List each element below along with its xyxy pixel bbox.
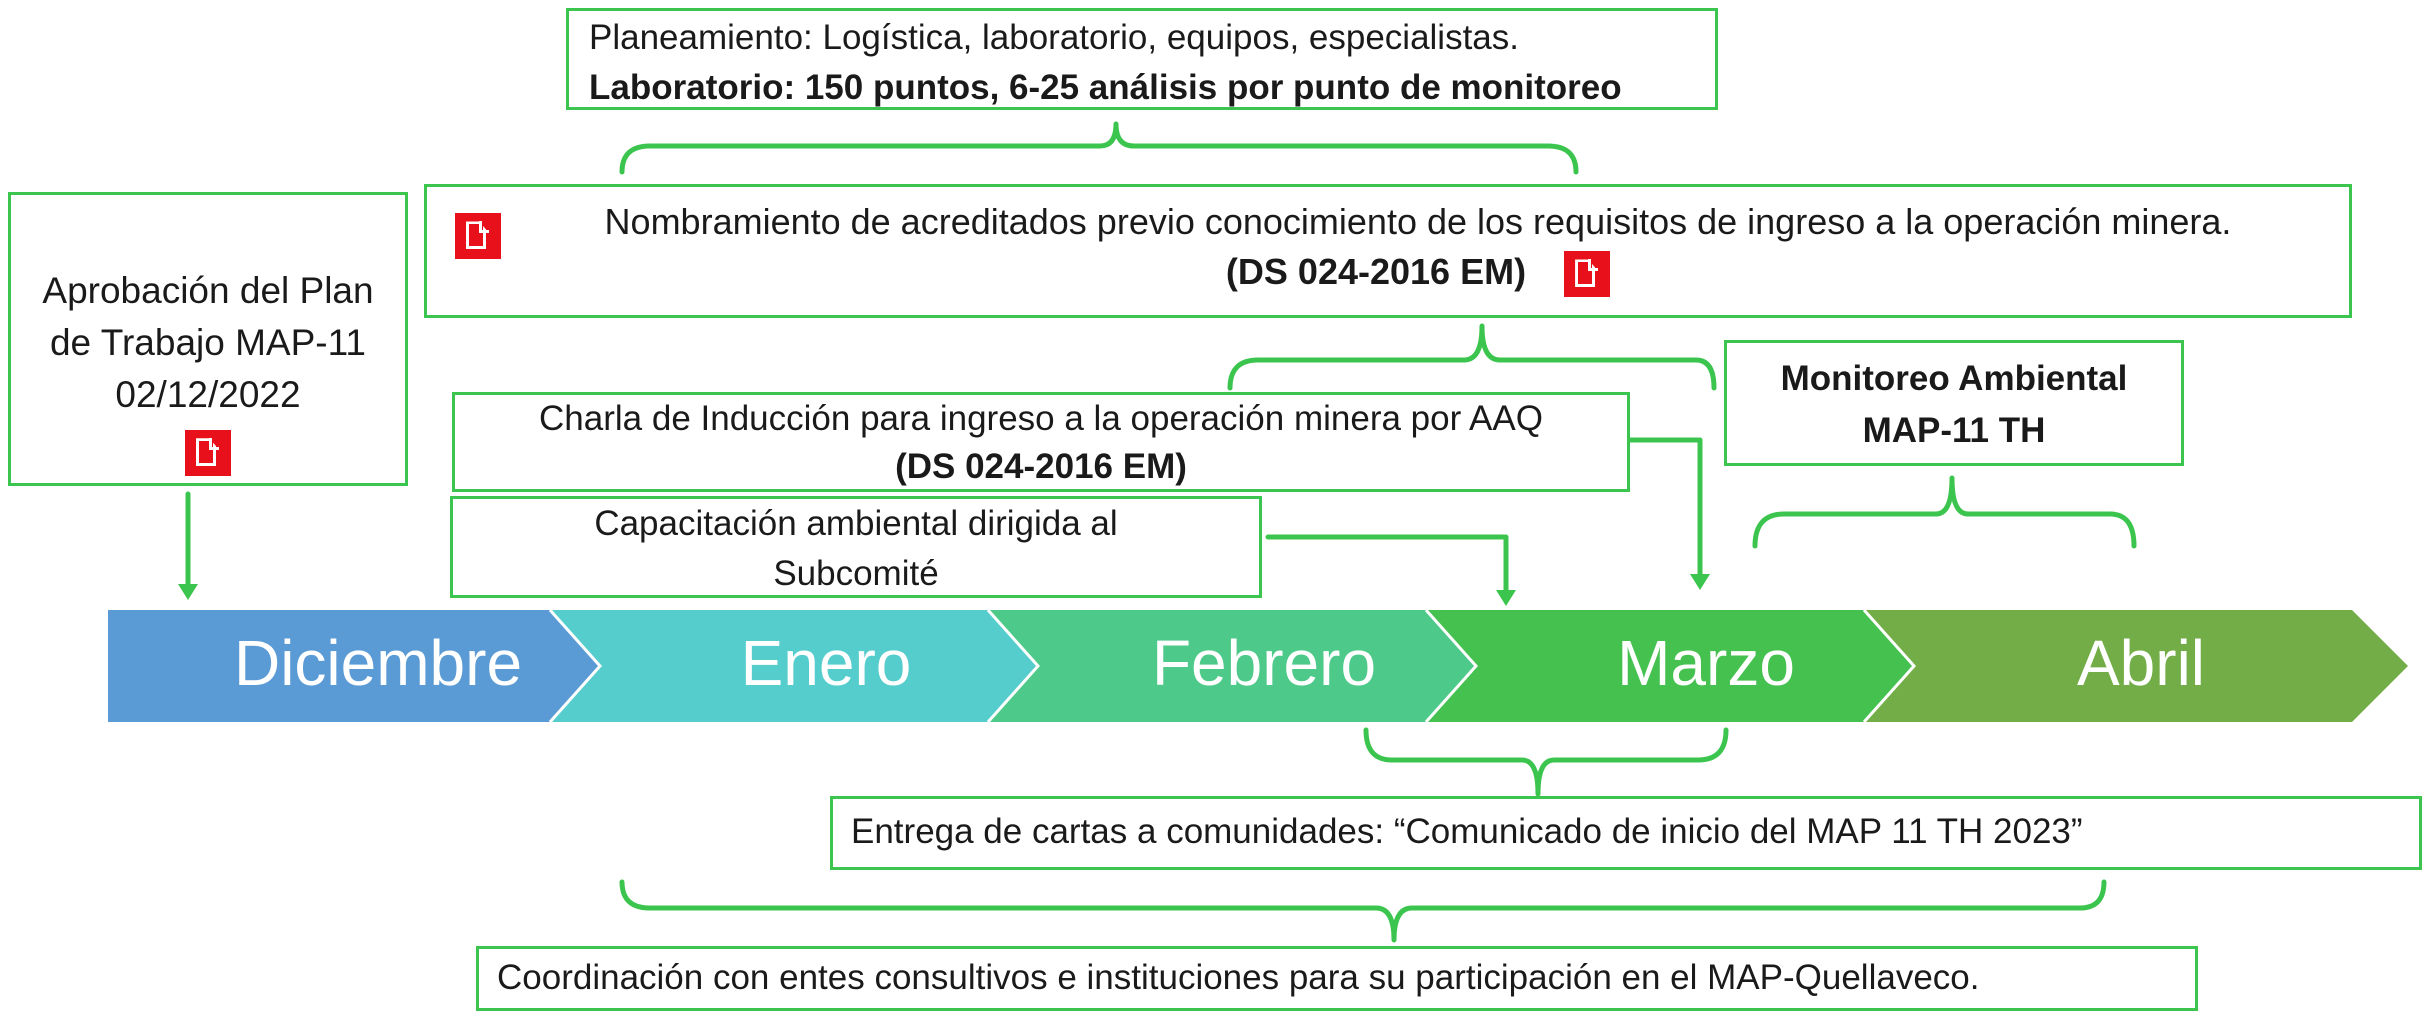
- nombramiento-line2: (DS 024-2016 EM): [1225, 251, 1527, 292]
- entrega-text: Entrega de cartas a comunidades: “Comuni…: [851, 812, 2083, 851]
- charla-line2: (DS 024-2016 EM): [895, 447, 1187, 486]
- aprobacion-box: Aprobación del Plan de Trabajo MAP-11 02…: [8, 192, 408, 486]
- monitoreo-box: Monitoreo Ambiental MAP-11 TH: [1724, 340, 2184, 466]
- aprobacion-date: 02/12/2022: [115, 374, 301, 415]
- aprobacion-line1: Aprobación del Plan: [42, 270, 374, 311]
- brace-coordinacion: [619, 879, 2107, 943]
- entrega-box: Entrega de cartas a comunidades: “Comuni…: [830, 796, 2422, 870]
- pdf-icon[interactable]: [1564, 251, 1611, 298]
- planeamiento-line1: Planeamiento: Logística, laboratorio, eq…: [589, 18, 1519, 57]
- coordinacion-text: Coordinación con entes consultivos e ins…: [497, 958, 1980, 997]
- brace-nombramiento: [1227, 323, 1717, 391]
- month-chevron-enero: [550, 610, 1038, 722]
- capacitacion-box: Capacitación ambiental dirigida al Subco…: [450, 496, 1262, 598]
- charla-line1: Charla de Inducción para ingreso a la op…: [539, 399, 1543, 438]
- charla-box: Charla de Inducción para ingreso a la op…: [452, 392, 1630, 492]
- arrow-charla: [1627, 437, 1703, 577]
- coordinacion-box: Coordinación con entes consultivos e ins…: [476, 946, 2198, 1011]
- pdf-icon[interactable]: [455, 213, 501, 260]
- month-label-diciembre: Diciembre: [234, 627, 522, 699]
- planeamiento-box: Planeamiento: Logística, laboratorio, eq…: [566, 8, 1718, 110]
- monitoreo-line2: MAP-11 TH: [1862, 411, 2046, 450]
- capacitacion-line1: Capacitación ambiental dirigida al: [594, 504, 1118, 543]
- aprobacion-line2: de Trabajo MAP-11: [49, 322, 367, 363]
- arrow-capacitacion: [1265, 534, 1509, 593]
- month-chevron-febrero: [988, 610, 1476, 722]
- month-label-febrero: Febrero: [1152, 627, 1376, 699]
- month-label-marzo: Marzo: [1617, 627, 1795, 699]
- brace-entrega: [1363, 727, 1729, 797]
- month-label-abril: Abril: [2077, 627, 2205, 699]
- planeamiento-line2: Laboratorio: 150 puntos, 6-25 análisis p…: [589, 68, 1622, 107]
- month-chevron-marzo: [1426, 610, 1914, 722]
- month-chevron-diciembre: [108, 610, 600, 722]
- month-chevron-abril: [1864, 610, 2408, 722]
- brace-monitoreo: [1752, 475, 2137, 549]
- monitoreo-line1: Monitoreo Ambiental: [1780, 359, 2128, 398]
- capacitacion-line2: Subcomité: [773, 554, 939, 593]
- month-label-enero: Enero: [741, 627, 912, 699]
- pdf-icon[interactable]: [185, 430, 231, 477]
- brace-planeamiento: [619, 121, 1579, 175]
- nombramiento-line1: Nombramiento de acreditados previo conoc…: [604, 201, 2232, 242]
- nombramiento-box: Nombramiento de acreditados previo conoc…: [424, 184, 2352, 318]
